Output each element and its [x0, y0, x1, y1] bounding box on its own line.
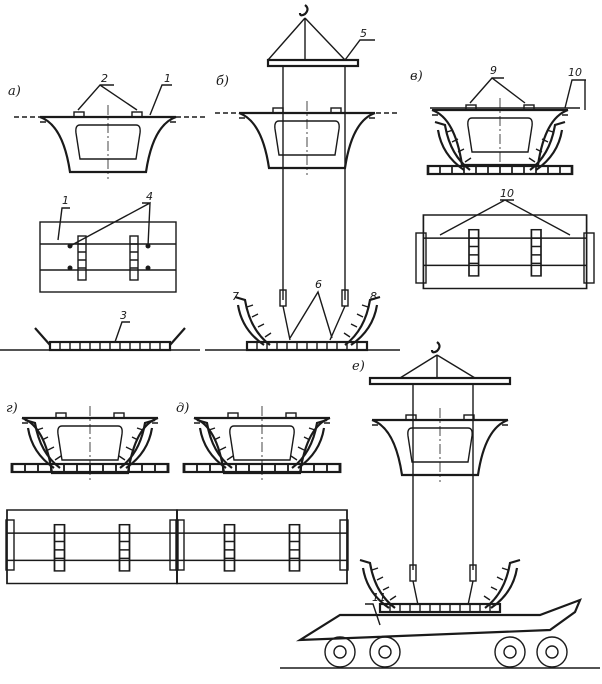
panel-a: а) 2 1 1 4 3 — [0, 72, 205, 352]
callout-10: 10 — [568, 66, 582, 79]
callout-11: 11 — [372, 591, 386, 604]
panel-g: г) — [5, 401, 179, 585]
panel-label-d: д) — [176, 401, 189, 416]
callout-4: 4 — [146, 190, 153, 203]
callout-1-plan: 1 — [62, 194, 69, 207]
panel-label-a: а) — [8, 84, 21, 99]
panel-d: д) — [175, 401, 349, 585]
callout-1: 1 — [164, 72, 171, 85]
callout-7: 7 — [232, 290, 239, 303]
panel-label-e: е) — [352, 359, 365, 374]
trailer-wheels — [324, 636, 568, 668]
callout-2: 2 — [101, 72, 108, 85]
callout-6: 6 — [315, 278, 322, 291]
callout-8: 8 — [370, 290, 377, 303]
callout-5: 5 — [360, 27, 367, 40]
callout-10-plan: 10 — [500, 187, 514, 200]
panel-b: б) 5 6 7 8 — [205, 4, 400, 352]
panel-v: в) 9 10 10 — [410, 64, 595, 290]
callout-9: 9 — [490, 64, 497, 77]
panel-e: е) 11 — [280, 341, 600, 669]
panel-label-b: б) — [216, 74, 229, 89]
segment-plan — [39, 221, 177, 293]
box-segment-section — [38, 103, 178, 181]
panel-label-g: г) — [6, 401, 18, 416]
panel-label-v: в) — [410, 69, 423, 84]
callout-3: 3 — [120, 309, 127, 322]
